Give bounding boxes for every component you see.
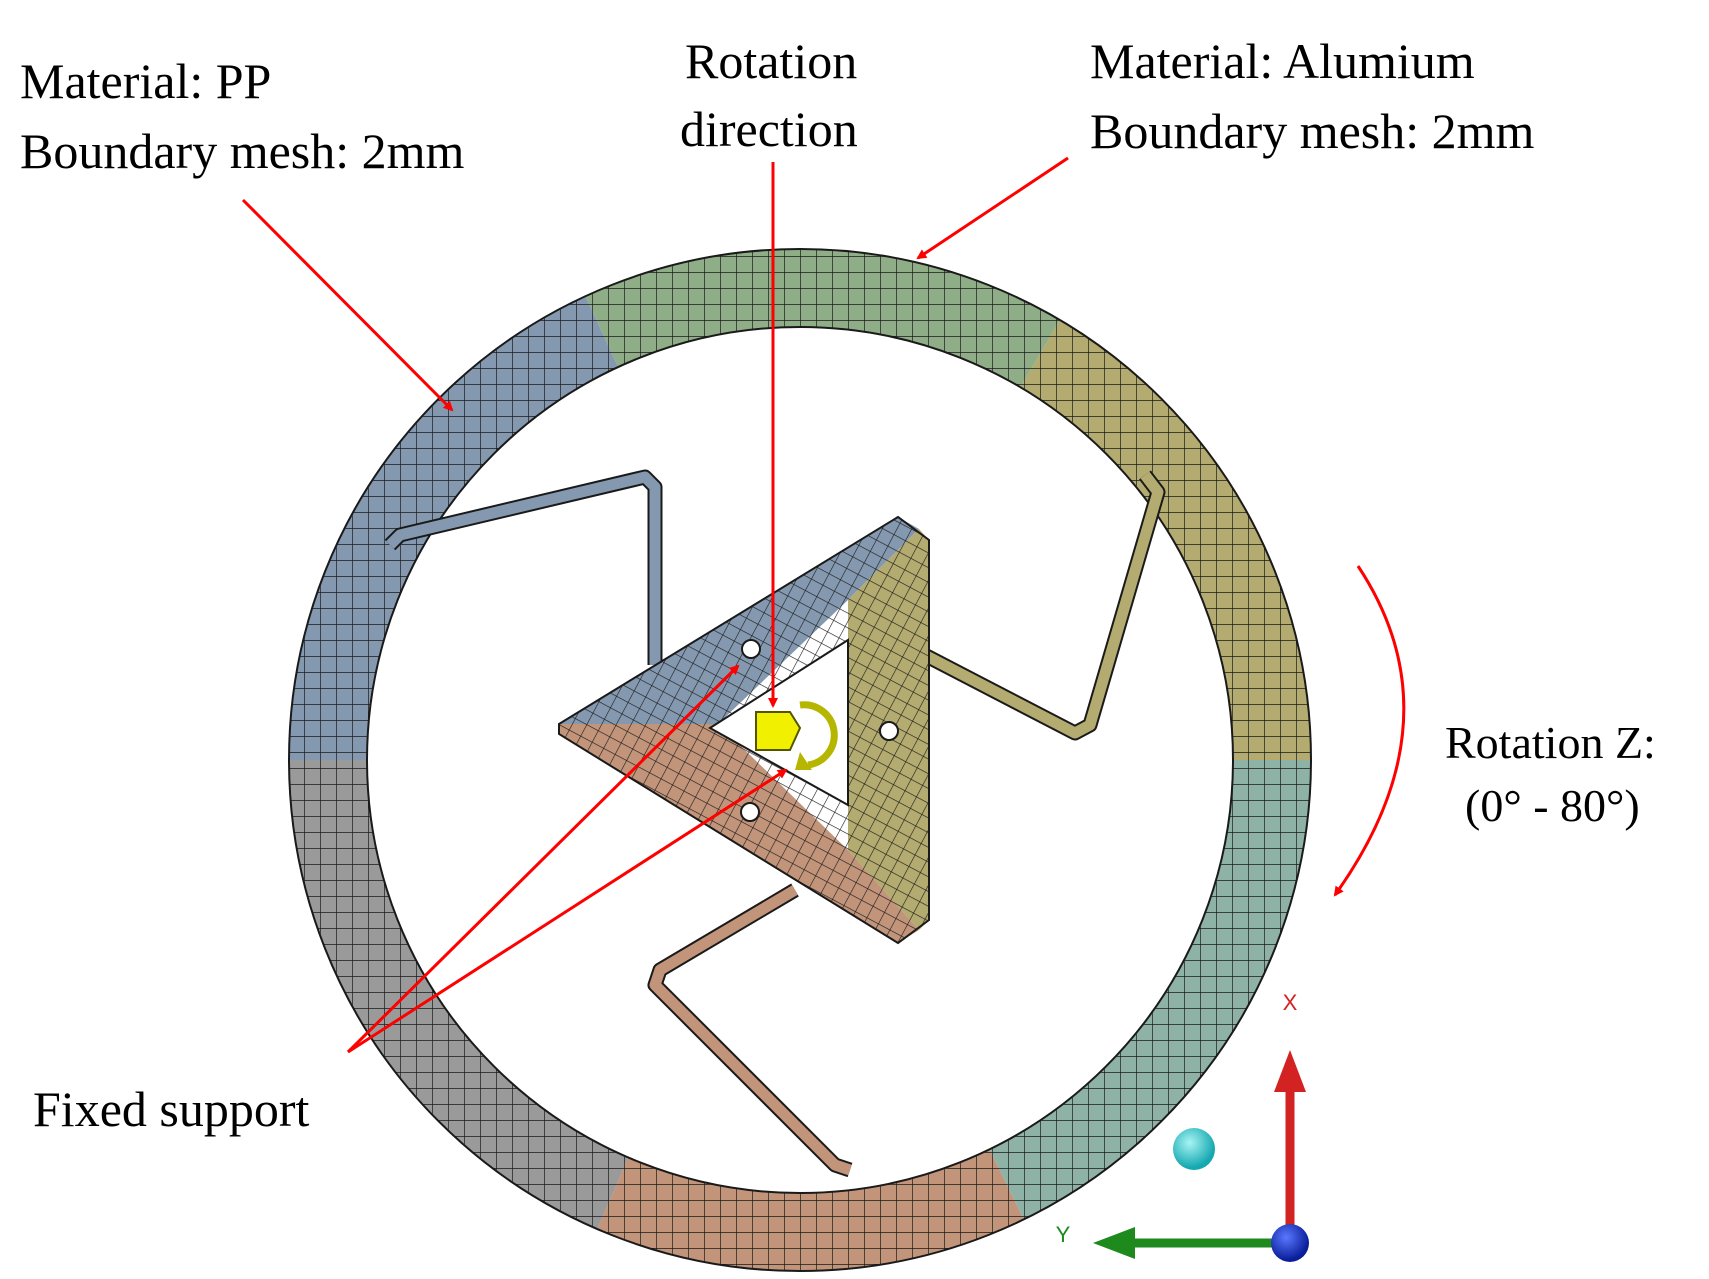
y-axis-label: Y xyxy=(1056,1222,1071,1247)
arrow-fixed-support-1 xyxy=(346,664,740,1054)
x-axis-arrowhead xyxy=(1274,1050,1306,1092)
rotation-marker-square xyxy=(755,711,802,751)
arrow-fixed-support-2 xyxy=(347,768,788,1054)
y-axis-arrowhead xyxy=(1093,1227,1135,1259)
pin-hole-2 xyxy=(740,802,760,822)
label-rotation-z-range: (0° - 80°) xyxy=(1465,780,1640,831)
axis-point-sphere xyxy=(1173,1128,1215,1170)
label-rotation-direction-2: direction xyxy=(680,101,858,157)
label-al-material: Material: Alumium xyxy=(1090,33,1475,89)
spring-arm-brown xyxy=(647,883,853,1178)
arrow-rotation-z xyxy=(1333,565,1406,897)
annotation-arrows xyxy=(241,156,1406,1054)
coordinate-triad: X Y xyxy=(1056,990,1309,1262)
arrow-pp-material xyxy=(241,198,454,412)
rotation-marker xyxy=(755,701,838,770)
label-al-mesh: Boundary mesh: 2mm xyxy=(1090,103,1535,159)
label-rotation-z: Rotation Z: xyxy=(1445,717,1656,768)
pin-hole-1 xyxy=(741,639,761,659)
label-fixed-support: Fixed support xyxy=(33,1081,310,1137)
arrow-al-material xyxy=(916,156,1069,260)
label-rotation-direction-1: Rotation xyxy=(685,33,858,89)
x-axis-label: X xyxy=(1283,990,1298,1015)
label-pp-material: Material: PP xyxy=(20,53,272,109)
pin-hole-3 xyxy=(879,721,899,741)
label-pp-mesh: Boundary mesh: 2mm xyxy=(20,123,465,179)
spring-arms xyxy=(384,469,1166,1178)
axis-origin-sphere xyxy=(1271,1224,1309,1262)
rotation-marker-arc-icon xyxy=(799,701,838,769)
